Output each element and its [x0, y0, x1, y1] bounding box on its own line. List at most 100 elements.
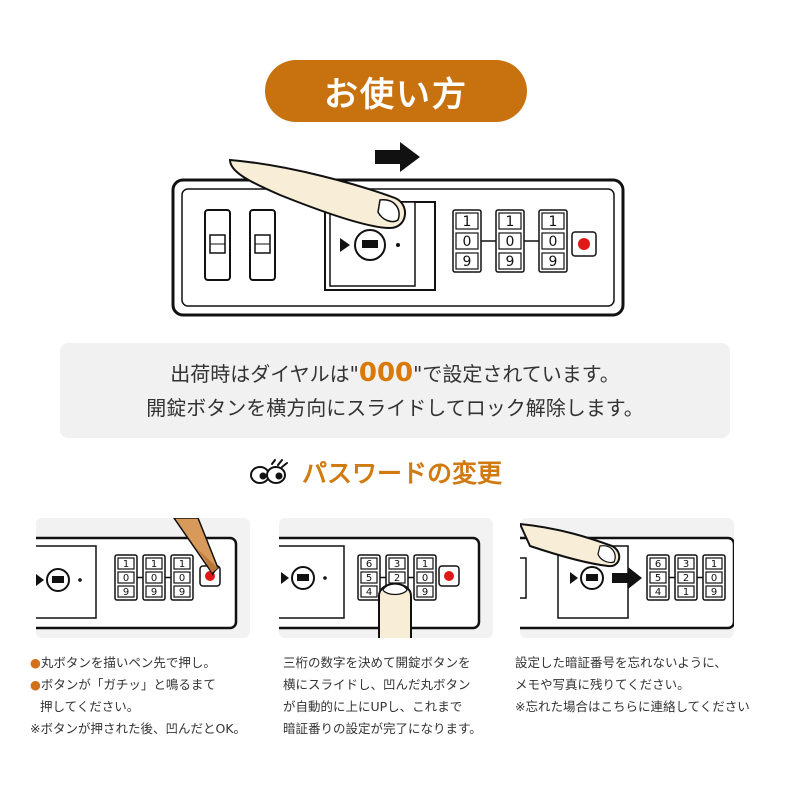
caption-line: ●丸ボタンを描いペン先で押し。 — [30, 655, 216, 670]
dial-digit: 4 — [655, 587, 661, 598]
dial-cell — [388, 571, 406, 584]
info-line-1: 出荷時はダイヤルは"000"で設定されています。 — [170, 358, 620, 388]
reset-button-icon — [578, 238, 590, 250]
dial-cell — [705, 585, 723, 598]
dial-cell — [117, 557, 135, 570]
eyes-icon — [250, 459, 288, 484]
dial-digit: 1 — [151, 559, 157, 570]
dial-cell — [649, 571, 667, 584]
dial-digit: 0 — [506, 234, 515, 250]
slide-arrow-icon — [612, 567, 642, 589]
dial-cell — [705, 571, 723, 584]
finger-icon — [520, 522, 621, 568]
combination-dials: 1 0 9 1 0 9 1 0 9 — [452, 209, 568, 273]
caption-line: が自動的に上にUPし、これまで — [283, 699, 463, 714]
section-heading: パスワードの変更 — [248, 452, 502, 492]
pen-icon — [173, 518, 219, 576]
dial-cell — [145, 557, 163, 570]
caption-line: 押してください。 — [40, 699, 140, 714]
dial-cell — [649, 585, 667, 598]
caption-note: ※忘れた場合はこちらに連絡してください — [515, 699, 750, 714]
dial-cell — [649, 557, 667, 570]
caption-line: ●ボタンが「ガチッ」と鳴るまて — [30, 677, 216, 692]
dial-cell — [416, 585, 434, 598]
thumb-icon — [378, 583, 412, 638]
dial-cell — [173, 585, 191, 598]
dial-cell — [360, 557, 378, 570]
dial-digit: 2 — [394, 573, 400, 584]
dial-digit: 1 — [179, 559, 185, 570]
caption-line: 横にスライドし、凹んだ丸ボタン — [283, 677, 471, 692]
step1-caption: ●丸ボタンを描いペン先で押し。 ●ボタンが「ガチッ」と鳴るまて 押してください。… — [30, 652, 246, 740]
dial-digit: 2 — [683, 573, 689, 584]
dial-digit: 6 — [366, 559, 372, 570]
main-lock-illustration: 1 0 9 1 0 9 1 0 9 — [171, 142, 625, 317]
finger-icon — [228, 158, 406, 230]
dial-digit: 3 — [683, 559, 689, 570]
dial-digit: 9 — [463, 254, 472, 270]
info-line-2: 開錠ボタンを横方向にスライドしてロック解除します。 — [146, 396, 644, 420]
dial-digit: 1 — [683, 587, 689, 598]
dial-cell — [416, 557, 434, 570]
dial-cell — [416, 571, 434, 584]
step3-caption: 設定した暗証番号を忘れないように、 メモや写真に残りてください。 ※忘れた場合は… — [515, 652, 750, 718]
dial-digit: 9 — [549, 254, 558, 270]
dial-digit: 0 — [549, 234, 558, 250]
dial-cell — [455, 232, 479, 250]
dial-digit: 1 — [711, 559, 717, 570]
dial-cell — [498, 232, 522, 250]
dial-digit: 4 — [366, 587, 372, 598]
caption-line: 三桁の数字を決めて開錠ボタンを — [283, 655, 471, 670]
step2-caption: 三桁の数字を決めて開錠ボタンを 横にスライドし、凹んだ丸ボタン が自動的に上にU… — [283, 652, 482, 740]
caption-note: ※ボタンが押された後、凹んだとOK。 — [30, 721, 247, 736]
dial-digit: 5 — [366, 573, 372, 584]
dial-digit: 1 — [422, 559, 428, 570]
dial-cell — [677, 585, 695, 598]
dial-cell — [541, 232, 565, 250]
dial-cell — [173, 557, 191, 570]
dial-cell — [360, 585, 378, 598]
caption-line: メモや写真に残りてください。 — [515, 677, 690, 692]
dial-cell — [173, 571, 191, 584]
step1-illustration: 1 0 9 1 0 9 1 0 9 — [36, 518, 238, 630]
info-box: 出荷時はダイヤルは"000"で設定されています。 開錠ボタンを横方向にスライドし… — [60, 343, 730, 438]
dial-digit: 0 — [463, 234, 472, 250]
dial-digit: 0 — [123, 573, 129, 584]
dial-digit: 0 — [151, 573, 157, 584]
dial-digit: 1 — [549, 214, 558, 230]
dial-cell — [541, 252, 565, 270]
dial-cell — [541, 212, 565, 230]
dial-cell — [498, 252, 522, 270]
dial-cell — [677, 571, 695, 584]
dial-digit: 3 — [394, 559, 400, 570]
slide-right-arrow-icon — [375, 142, 420, 172]
dial-digit: 9 — [123, 587, 129, 598]
dial-digit: 0 — [422, 573, 428, 584]
dial-digit: 1 — [506, 214, 515, 230]
dial-cell — [360, 571, 378, 584]
dial-cell — [498, 212, 522, 230]
dial-digit: 1 — [123, 559, 129, 570]
dial-digit: 0 — [711, 573, 717, 584]
dial-cell — [145, 571, 163, 584]
caption-line: 暗証番りの設定が完了になります。 — [283, 721, 482, 736]
dial-cell — [117, 585, 135, 598]
dial-digit: 6 — [655, 559, 661, 570]
dial-digit: 5 — [655, 573, 661, 584]
dial-digit: 0 — [179, 573, 185, 584]
dial-digit: 9 — [506, 254, 515, 270]
dial-digit: 9 — [179, 587, 185, 598]
dial-cell — [455, 252, 479, 270]
dial-cell — [677, 557, 695, 570]
dial-digit: 9 — [151, 587, 157, 598]
zipper-slot-left — [204, 209, 231, 281]
step1-panel: 1 0 9 1 0 9 1 0 9 — [36, 518, 250, 638]
dial-digit: 9 — [422, 587, 428, 598]
dial-cell — [117, 571, 135, 584]
default-code: 000 — [358, 358, 414, 388]
dial-digit: 1 — [463, 214, 472, 230]
